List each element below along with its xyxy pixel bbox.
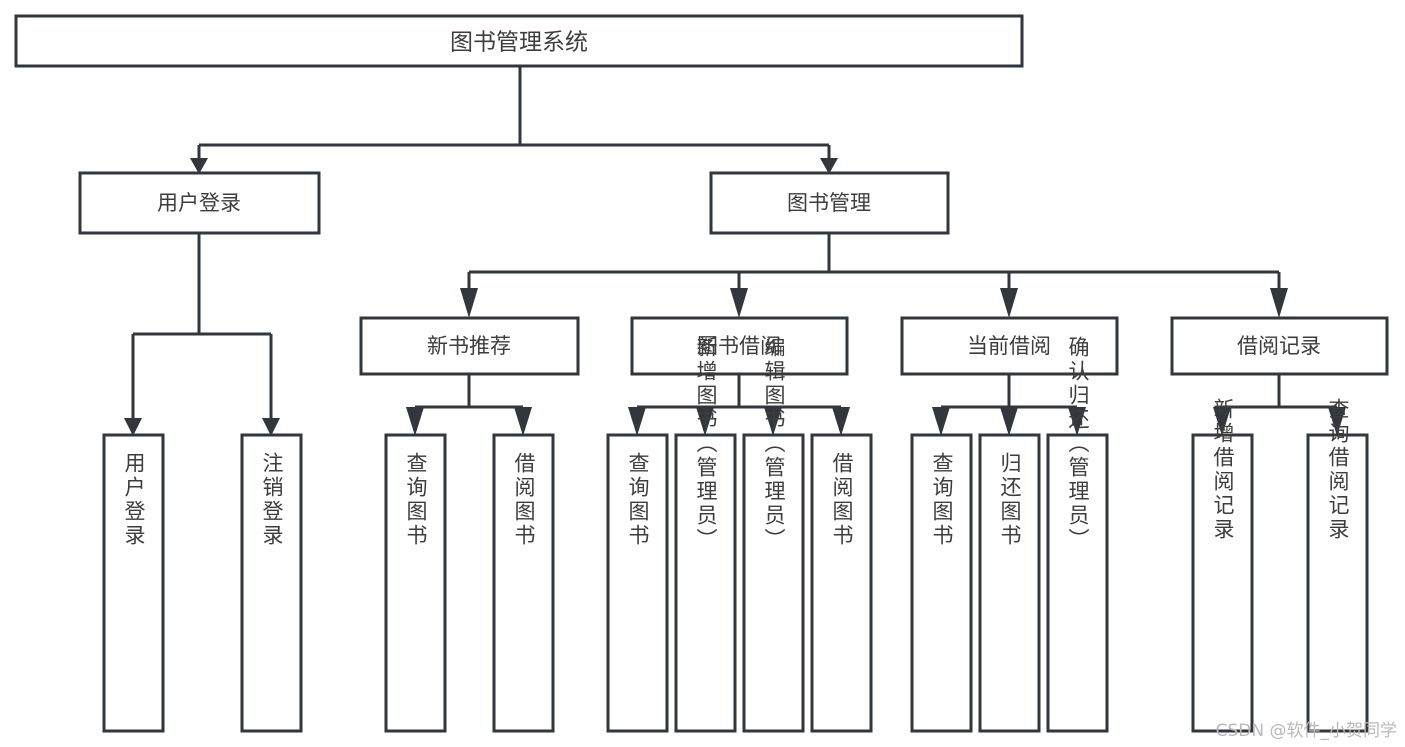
node-borrow-record-box (1170, 316, 1389, 376)
node-book-borrow-label: 图书借阅 (697, 334, 781, 358)
leaf-book-borrow-add-book[interactable]: 新增图书（管理员） (674, 336, 737, 733)
leaf-new-recommend-query-book-label: 查询图书 (404, 452, 428, 548)
node-current-borrow-box (900, 316, 1119, 376)
node-user-login[interactable]: 用户登录 (78, 171, 321, 235)
node-borrow-record-label: 借阅记录 (1237, 334, 1321, 358)
arrow-new-to-borrow (514, 407, 532, 436)
arrow-borrow-to-edit (764, 407, 782, 436)
leaf-borrow-record-query-record-box (1306, 433, 1369, 733)
leaf-book-borrow-query-book-label: 查询图书 (626, 452, 650, 548)
connector-group-root (190, 66, 838, 174)
leaf-book-borrow-edit-book[interactable]: 编辑图书（管理员） (742, 336, 805, 733)
leaf-new-recommend-borrow-book-box (492, 433, 555, 733)
leaf-book-borrow-add-book-label: 新增图书（管理员） (694, 336, 718, 552)
leaf-user-login-signout[interactable]: 注销登录 (240, 433, 303, 733)
leaf-user-login-signin[interactable]: 用户登录 (102, 433, 165, 733)
leaf-borrow-record-query-record-label: 查询借阅记录 (1326, 398, 1350, 542)
leaf-new-recommend-query-book-box (384, 433, 447, 733)
node-new-book-recommend-box (359, 316, 580, 376)
leaf-book-borrow-query-book[interactable]: 查询图书 (606, 433, 669, 733)
leaf-borrow-record-add-record[interactable]: 新增借阅记录 (1191, 398, 1254, 733)
arrow-borrow-to-query (628, 407, 646, 436)
connector-group-user-login (124, 233, 280, 436)
node-book-borrow[interactable]: 图书借阅 (630, 316, 849, 376)
leaf-current-borrow-query-book-box (910, 433, 973, 733)
leaf-book-borrow-lend-book-label: 借阅图书 (830, 452, 854, 548)
leaf-current-borrow-return-book-label: 归还图书 (998, 452, 1022, 548)
node-user-login-label: 用户登录 (157, 191, 241, 215)
leaf-borrow-record-add-record-box (1191, 433, 1254, 733)
leaf-current-borrow-query-book[interactable]: 查询图书 (910, 433, 973, 733)
leaf-new-recommend-borrow-book[interactable]: 借阅图书 (492, 433, 555, 733)
leaf-book-borrow-query-book-box (606, 433, 669, 733)
arrow-borrow-to-add (696, 407, 714, 436)
arrow-root-to-user (190, 158, 208, 174)
arrow-books-to-book-borrow (730, 288, 748, 318)
leaf-current-borrow-confirm-return-label: 确认归还（管理员） (1066, 336, 1090, 552)
arrow-user-to-login (124, 418, 142, 436)
connector-group-borrow-record (1213, 374, 1346, 436)
connector-group-new-recommend (406, 374, 532, 436)
leaf-new-recommend-query-book[interactable]: 查询图书 (384, 433, 447, 733)
connector-group-current-borrow (932, 374, 1086, 436)
leaf-current-borrow-query-book-label: 查询图书 (930, 452, 954, 548)
leaf-user-login-signin-box (102, 433, 165, 733)
node-borrow-record[interactable]: 借阅记录 (1170, 316, 1389, 376)
arrow-current-to-confirm (1068, 407, 1086, 436)
arrow-books-to-new-recommend (460, 288, 478, 318)
node-root-system[interactable]: 图书管理系统 (14, 14, 1024, 68)
leaf-new-recommend-borrow-book-label: 借阅图书 (512, 452, 536, 548)
node-book-management-box (709, 171, 950, 235)
arrow-record-to-add (1213, 407, 1231, 436)
leaf-current-borrow-return-book-box (978, 433, 1041, 733)
node-user-login-box (78, 171, 321, 235)
connector-group-book-manage (460, 233, 1288, 318)
arrow-user-to-logout (262, 418, 280, 436)
node-book-borrow-box (630, 316, 849, 376)
leaf-user-login-signout-label: 注销登录 (260, 452, 284, 548)
arrow-new-to-query (406, 407, 424, 436)
arrow-record-to-query (1328, 407, 1346, 436)
leaf-user-login-signin-label: 用户登录 (122, 452, 146, 548)
arrow-current-to-query (932, 407, 950, 436)
leaf-book-borrow-edit-book-label: 编辑图书（管理员） (762, 336, 786, 552)
node-current-borrow[interactable]: 当前借阅 (900, 316, 1119, 376)
csdn-watermark: CSDN @软件_小贺同学 (1215, 721, 1397, 741)
node-book-management[interactable]: 图书管理 (709, 171, 950, 235)
leaf-borrow-record-add-record-label: 新增借阅记录 (1211, 398, 1235, 542)
arrow-books-to-current-borrow (1000, 288, 1018, 318)
leaf-current-borrow-return-book[interactable]: 归还图书 (978, 433, 1041, 733)
connector-group-book-borrow (628, 374, 850, 436)
arrow-current-to-return (1000, 407, 1018, 436)
leaf-borrow-record-query-record[interactable]: 查询借阅记录 (1306, 398, 1369, 733)
node-new-book-recommend-label: 新书推荐 (427, 334, 511, 358)
node-current-borrow-label: 当前借阅 (967, 334, 1051, 358)
arrow-root-to-books (820, 158, 838, 174)
leaf-current-borrow-confirm-return-box (1046, 433, 1109, 733)
node-root-system-box (14, 14, 1024, 68)
arrow-borrow-to-lend (832, 407, 850, 436)
node-new-book-recommend[interactable]: 新书推荐 (359, 316, 580, 376)
leaf-current-borrow-confirm-return[interactable]: 确认归还（管理员） (1046, 336, 1109, 733)
leaf-book-borrow-lend-book[interactable]: 借阅图书 (810, 433, 873, 733)
leaf-book-borrow-lend-book-box (810, 433, 873, 733)
leaf-user-login-signout-box (240, 433, 303, 733)
leaf-book-borrow-add-book-box (674, 433, 737, 733)
node-root-system-label: 图书管理系统 (450, 30, 588, 56)
node-book-management-label: 图书管理 (787, 191, 871, 215)
arrow-books-to-borrow-record (1270, 288, 1288, 318)
leaf-book-borrow-edit-book-box (742, 433, 805, 733)
